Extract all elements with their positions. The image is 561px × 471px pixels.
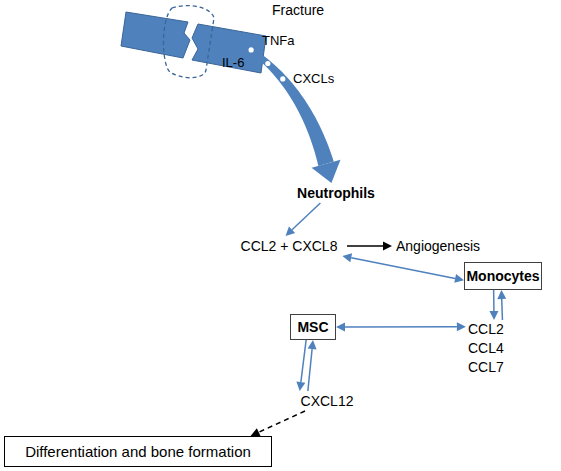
cell-box: MSC — [290, 314, 336, 340]
arrow-head — [383, 242, 392, 251]
marker-dot — [265, 61, 270, 66]
connector — [336, 322, 466, 331]
connector-line — [351, 258, 455, 279]
arrow-head — [296, 382, 305, 391]
connector — [342, 253, 464, 283]
node-text: Neutrophils — [297, 185, 375, 202]
bone-piece — [192, 24, 266, 73]
fracture-bone: Fracture — [120, 0, 270, 78]
node-text: Differentiation and bone formation — [25, 443, 251, 460]
connector-line — [301, 340, 306, 382]
connector-line — [292, 203, 320, 230]
node-text: Fracture — [272, 2, 324, 19]
connector-line — [493, 290, 495, 311]
connector — [286, 203, 321, 236]
marker-dot — [280, 76, 285, 81]
arrow-head — [489, 311, 498, 320]
node-text: Angiogenesis — [396, 238, 480, 255]
arrow-head — [454, 274, 464, 283]
connector — [489, 290, 498, 320]
connector-line — [259, 411, 305, 432]
connector — [308, 340, 317, 391]
node-text: CCL2 CCL4 CCL7 — [468, 320, 510, 377]
node-text: Monocytes — [466, 268, 539, 285]
arrow-head — [457, 322, 466, 331]
connector — [347, 242, 392, 251]
connector — [296, 340, 306, 391]
chemokine-stack: CCL2 CCL4 CCL7 — [468, 320, 510, 377]
cytokine-label: TNFa — [262, 33, 295, 48]
outcome-label: Angiogenesis — [392, 236, 484, 256]
signal-arrow — [221, 32, 340, 183]
connector-line — [345, 326, 457, 328]
arrow-head — [497, 290, 506, 299]
cytokine-label: CXCLs — [293, 71, 334, 86]
arrow-body — [221, 32, 333, 166]
cytokine-label: IL-6 — [222, 55, 244, 70]
arrow-head — [308, 340, 317, 349]
outcome-box: Differentiation and bone formation — [4, 436, 272, 467]
connector-line — [501, 299, 503, 320]
bone-piece — [121, 12, 190, 58]
arrow-head — [312, 160, 341, 183]
connector-line — [308, 349, 312, 391]
chemokine-label: CXCL12 — [298, 391, 356, 411]
node-text: CXCL12 — [301, 393, 354, 410]
chemokine-label: CCL2 + CXCL8 — [231, 236, 347, 256]
cell-box: Monocytes — [464, 262, 542, 290]
connector — [497, 290, 506, 320]
node-text: CCL2 + CXCL8 — [241, 238, 338, 255]
arrow-head — [336, 322, 345, 331]
cell-label: Neutrophils — [290, 183, 382, 203]
node-text: MSC — [297, 319, 328, 336]
marker-dot — [249, 47, 254, 52]
connector — [251, 411, 305, 436]
connector-line — [347, 245, 383, 247]
callus-outline — [164, 6, 215, 78]
arrow-head — [342, 253, 352, 262]
